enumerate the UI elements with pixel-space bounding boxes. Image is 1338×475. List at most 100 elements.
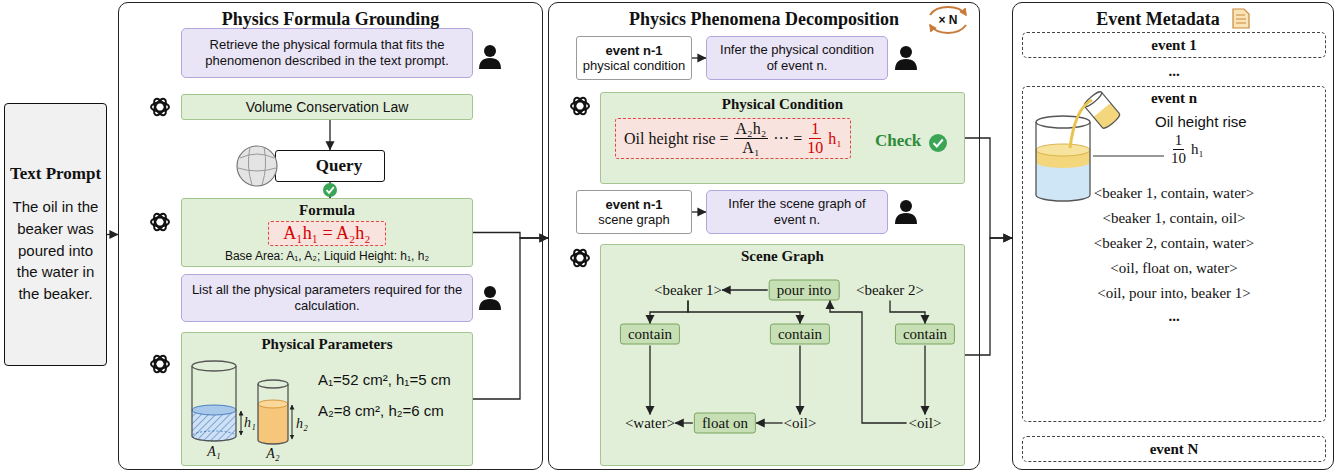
- connector: [692, 57, 706, 58]
- node-text: A₁: [742, 139, 759, 157]
- node-text: Text Prompt: [10, 164, 101, 184]
- node-text: A₁h₁ = A₂h₂: [283, 223, 370, 244]
- text-group: Oil height rise: [1155, 113, 1247, 130]
- wiki-globe-icon: [237, 146, 277, 186]
- user-instruction-box: List all the physical parameters require…: [181, 274, 473, 322]
- pouring-illustration: [1036, 90, 1164, 201]
- dimension-label: h₂: [296, 416, 308, 432]
- node-text: h₁: [1191, 141, 1204, 158]
- connector: [722, 289, 768, 290]
- connector: [649, 346, 650, 415]
- dimension-label: h₁: [244, 415, 256, 431]
- node-text: contain: [778, 326, 822, 343]
- graph-entity: <oil>: [784, 415, 817, 432]
- dimension-label: A₂: [266, 446, 279, 462]
- connector: [965, 138, 1012, 238]
- event-box: event n Oil height rise 110 h₁ <beaker 1, co…: [1022, 86, 1326, 422]
- node-text: Event Metadata: [1013, 9, 1333, 30]
- node-text: 1: [1173, 132, 1185, 150]
- stage-panel: Physics Formula GroundingRetrieve the ph…: [118, 2, 543, 470]
- node-text: scene graph: [598, 212, 670, 228]
- node-text: event 1: [1151, 37, 1196, 54]
- connector: [107, 234, 118, 235]
- graph-relation: contain: [620, 324, 680, 345]
- repeat-icon: [930, 7, 966, 33]
- text-group: 110 h₁: [1171, 132, 1204, 167]
- event-box: event 1: [1022, 32, 1326, 58]
- node-text: Physics Formula Grounding: [119, 9, 542, 30]
- ellipsis: ...: [1168, 63, 1179, 80]
- node-text: A₁=52 cm², h₁=5 cm: [318, 371, 451, 388]
- node-text: event n-1: [605, 43, 662, 58]
- scene-graph-box: Scene Graph <beaker 1> pour into <beaker 2>…: [600, 244, 965, 466]
- stage-panel: Physics Phenomena Decomposition event n-1…: [548, 2, 980, 470]
- node-text: Query: [298, 156, 362, 176]
- condition-highlight: Oil height rise =A₂h₂A₁··· =110h₁: [615, 118, 851, 159]
- node-text: h₁: [828, 130, 842, 148]
- node-text: Oil height rise =: [624, 130, 729, 148]
- node-text: Oil height rise: [1155, 113, 1247, 130]
- query-box: Query: [275, 150, 385, 182]
- node-text: <beaker 2>: [856, 282, 924, 299]
- node-text: A₂h₂: [734, 120, 769, 139]
- node-text: <beaker 1, contain, oil>: [1102, 206, 1245, 231]
- graph-relation: contain: [895, 324, 955, 345]
- node-text: Base Area: A₁, A₂; Liquid Height: h₁, h₂: [225, 249, 429, 263]
- model-output-box: Volume Conservation Law: [181, 94, 473, 120]
- connector: [965, 238, 1012, 355]
- node-text: ...: [1168, 306, 1179, 326]
- event-box: event N: [1022, 436, 1326, 462]
- node-text: event n: [1151, 90, 1197, 107]
- node-text: ··· =: [773, 130, 802, 148]
- connector: [924, 346, 925, 415]
- node-text: <beaker 2, contain, water>: [1094, 231, 1255, 256]
- graph-entity: <beaker 1>: [654, 282, 722, 299]
- node-text: event n-1: [605, 197, 662, 212]
- previous-event-box: event n-1physical condition: [576, 36, 692, 80]
- node-text: <beaker 1, contain, water>: [1094, 181, 1255, 206]
- fraction: 110: [1171, 132, 1186, 167]
- fraction: A₂h₂A₁: [734, 120, 769, 157]
- node-text: Retrieve the physical formula that fits …: [190, 37, 464, 70]
- user-instruction-box: Infer the scene graph of event n.: [706, 190, 888, 234]
- graph-relation: contain: [770, 324, 830, 345]
- text-group: Oil height rise =A₂h₂A₁··· =110h₁: [624, 120, 842, 157]
- previous-event-box: event n-1scene graph: [576, 190, 692, 234]
- fraction: 110: [807, 120, 823, 157]
- connector: [692, 211, 706, 212]
- parameter-box: Physical ParametersA₁=52 cm², h₁=5 cmA₂=…: [181, 332, 473, 466]
- graph-relation: pour into: [769, 280, 840, 301]
- label-text: × N: [938, 13, 957, 27]
- node-text: <oil>: [784, 415, 817, 432]
- node-text: Scene Graph: [741, 248, 824, 265]
- connector: [675, 422, 693, 423]
- node-text: 10: [1171, 150, 1186, 167]
- condition-box: Physical ConditionCheck Oil height rise =…: [600, 92, 965, 184]
- node-text: The oil in the beaker was poured into th…: [7, 196, 104, 305]
- text-prompt-box: Text PromptThe oil in the beaker was pou…: [4, 103, 107, 366]
- node-text: Physical Condition: [722, 96, 843, 113]
- graph-entity: <water>: [625, 415, 675, 432]
- node-text: contain: [628, 326, 672, 343]
- node-text: Check: [875, 131, 921, 151]
- node-text: <beaker 1>: [654, 282, 722, 299]
- node-text: <oil>: [909, 415, 942, 432]
- connector: [473, 233, 548, 239]
- node-text: <water>: [625, 415, 675, 432]
- label-text: h₁: [244, 415, 256, 431]
- graph-relation: float on: [694, 413, 756, 434]
- node-text: <oil, float on, water>: [1110, 256, 1237, 281]
- connector: [756, 422, 782, 423]
- node-text: Infer the scene graph of event n.: [715, 196, 879, 229]
- label-text: h₂: [296, 416, 308, 432]
- connector: [799, 346, 800, 415]
- node-text: A₂=8 cm², h₂=6 cm: [318, 402, 444, 419]
- node-text: List all the physical parameters require…: [190, 282, 464, 315]
- node-text: event N: [1150, 441, 1199, 458]
- node-text: float on: [702, 415, 748, 432]
- node-text: Physics Phenomena Decomposition: [549, 9, 979, 30]
- graph-entity: <oil>: [909, 415, 942, 432]
- dimension-label: A₁: [207, 444, 220, 460]
- graph-entity: <beaker 2>: [856, 282, 924, 299]
- connector: [329, 120, 330, 150]
